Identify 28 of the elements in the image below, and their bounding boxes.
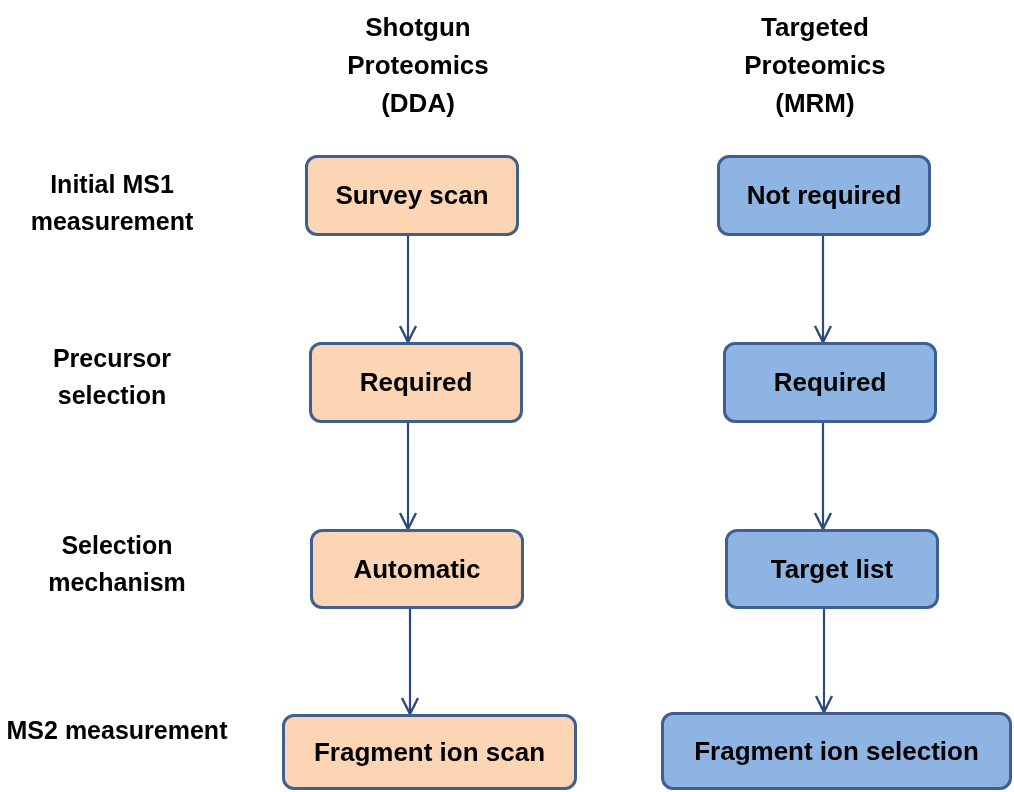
column-header: Targeted Proteomics (MRM) [743,11,887,120]
arrow [814,609,834,714]
row-label: Selection mechanism [47,530,187,598]
box-label: Required [359,367,473,398]
row-label: Initial MS1 measurement [29,169,195,237]
box-label: Survey scan [335,180,489,211]
process-box [309,342,523,423]
process-box [282,714,577,790]
box-label: Not required [746,180,902,211]
arrow [813,423,833,531]
process-box [310,529,524,609]
arrow [398,236,418,344]
process-box [723,342,937,423]
box-label: Required [773,367,887,398]
box-label: Fragment ion scan [313,736,546,768]
arrow [813,236,833,344]
row-label: MS2 measurement [5,715,229,746]
process-box [725,529,939,609]
box-label: Automatic [353,553,481,585]
box-label: Fragment ion selection [694,735,979,767]
process-box [661,712,1012,790]
arrow [398,423,418,531]
process-box [717,155,931,236]
column-header: Shotgun Proteomics (DDA) [346,11,490,120]
process-box [305,155,519,236]
row-label: Precursor selection [51,343,173,411]
box-label: Target list [770,553,894,585]
arrow [400,609,420,716]
